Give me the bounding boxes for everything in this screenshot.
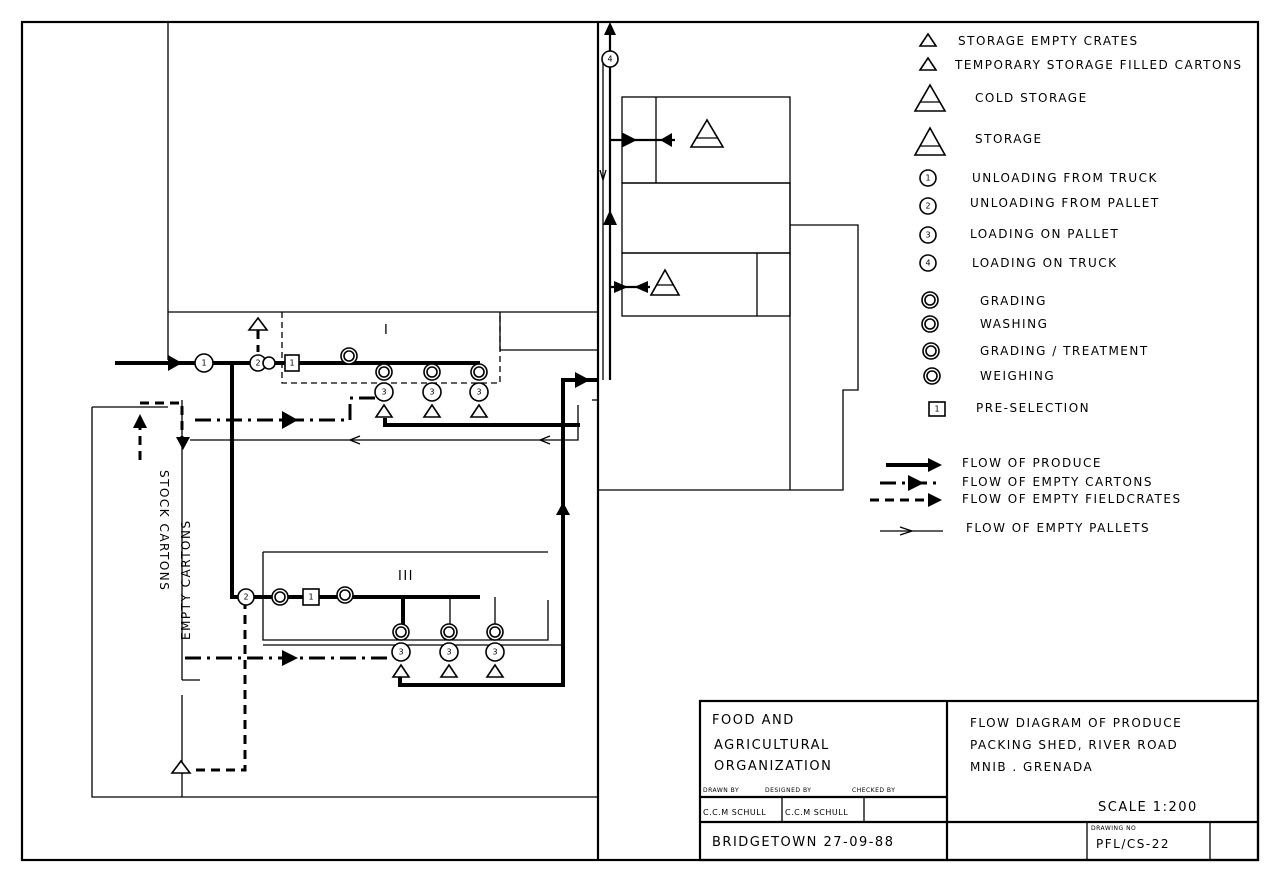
empty-fieldcrates-flow-icon — [870, 493, 942, 507]
svg-text:UNLOADING FROM TRUCK: UNLOADING FROM TRUCK — [972, 171, 1158, 185]
floor-plan — [91, 22, 859, 860]
svg-text:FLOW OF EMPTY CARTONS: FLOW OF EMPTY CARTONS — [962, 475, 1153, 489]
pre-selection-symbol — [284, 354, 300, 372]
grading-symbol — [262, 356, 276, 370]
stock-cartons-label: STOCK CARTONS — [157, 470, 171, 591]
empty-cartons-label: EMPTY CARTONS — [179, 519, 193, 640]
svg-text:4: 4 — [925, 259, 930, 268]
svg-text:1: 1 — [308, 593, 313, 602]
svg-text:1: 1 — [925, 174, 930, 183]
org-name-line: FOOD AND — [712, 713, 795, 728]
svg-text:WASHING: WASHING — [980, 317, 1048, 331]
svg-text:3: 3 — [492, 648, 497, 657]
svg-text:STORAGE EMPTY CRATES: STORAGE EMPTY CRATES — [958, 34, 1139, 48]
empty-cartons-flow — [185, 396, 390, 666]
designed-by-value: C.C.M SCHULL — [785, 808, 848, 817]
svg-text:4: 4 — [607, 55, 612, 64]
place-date: BRIDGETOWN 27-09-88 — [712, 835, 894, 850]
drawn-by-label: DRAWN BY — [703, 787, 739, 794]
drawn-by-value: C.C.M SCHULL — [703, 808, 766, 817]
storage-empty-crates-symbol — [247, 316, 269, 331]
svg-text:STORAGE: STORAGE — [975, 132, 1043, 146]
empty-pallets-flow-icon — [880, 526, 943, 536]
unload-truck-symbol — [194, 353, 214, 373]
svg-text:GRADING / TREATMENT: GRADING / TREATMENT — [980, 344, 1149, 358]
svg-text:3: 3 — [446, 648, 451, 657]
svg-text:LOADING ON TRUCK: LOADING ON TRUCK — [972, 256, 1118, 270]
svg-text:3: 3 — [398, 648, 403, 657]
svg-text:3: 3 — [925, 231, 930, 240]
svg-text:2: 2 — [255, 359, 260, 368]
svg-text:2: 2 — [925, 202, 930, 211]
station-group: 3 3 3 — [374, 363, 489, 418]
org-name-line: ORGANIZATION — [714, 759, 832, 774]
process-symbols: 1 2 1 3 3 3 2 1 3 3 — [157, 50, 725, 774]
svg-text:UNLOADING FROM PALLET: UNLOADING FROM PALLET — [970, 196, 1160, 210]
produce-flow-icon — [886, 458, 942, 472]
svg-text:PRE-SELECTION: PRE-SELECTION — [976, 401, 1090, 415]
empty-pallets-flow — [190, 60, 607, 445]
load-truck-symbol — [601, 50, 619, 68]
svg-text:FLOW OF PRODUCE: FLOW OF PRODUCE — [962, 456, 1102, 470]
svg-text:1: 1 — [201, 359, 206, 368]
empty-fieldcrates-flow — [133, 330, 260, 772]
drawing-title-line: PACKING SHED, RIVER ROAD — [970, 738, 1178, 752]
designed-by-label: DESIGNED BY — [765, 787, 811, 794]
svg-text:3: 3 — [429, 388, 434, 397]
storage-empty-crates-icon — [918, 32, 938, 47]
drawing-no-label: DRAWING NO — [1091, 825, 1136, 832]
svg-text:1: 1 — [289, 359, 294, 368]
scale: SCALE 1:200 — [1098, 800, 1198, 815]
cold-storage-symbol — [689, 118, 725, 148]
title-block: FOOD AND AGRICULTURAL ORGANIZATION DRAWN… — [698, 699, 1260, 862]
drawing-no: PFL/CS-22 — [1096, 837, 1170, 851]
circle-4-icon — [919, 254, 937, 272]
storage-icon — [913, 126, 947, 156]
svg-text:1: 1 — [934, 405, 939, 414]
drawing-title-line: MNIB . GRENADA — [970, 760, 1093, 774]
building-1-label: I — [384, 323, 389, 338]
legend: STORAGE EMPTY CRATES TEMPORARY STORAGE F… — [870, 32, 1243, 536]
svg-text:3: 3 — [476, 388, 481, 397]
svg-text:FLOW OF EMPTY PALLETS: FLOW OF EMPTY PALLETS — [966, 521, 1150, 535]
svg-text:LOADING ON PALLET: LOADING ON PALLET — [970, 227, 1119, 241]
circle-3-icon — [919, 226, 937, 244]
svg-text:WEIGHING: WEIGHING — [980, 369, 1055, 383]
cold-storage-icon — [913, 83, 947, 112]
storage-symbol — [649, 268, 681, 296]
building-3-label: III — [398, 569, 414, 584]
storage-empty-crates-symbol — [170, 759, 192, 774]
svg-text:3: 3 — [381, 388, 386, 397]
svg-text:COLD STORAGE: COLD STORAGE — [975, 91, 1088, 105]
circle-2-icon — [919, 197, 937, 215]
org-name-line: AGRICULTURAL — [714, 738, 830, 753]
svg-text:2: 2 — [243, 593, 248, 602]
empty-cartons-flow-icon — [880, 475, 940, 491]
drawing-border — [20, 20, 1260, 862]
produce-flow — [115, 22, 675, 687]
svg-text:TEMPORARY STORAGE FILLED CARTO: TEMPORARY STORAGE FILLED CARTONS — [954, 58, 1243, 72]
station-group: 3 3 3 — [391, 623, 505, 678]
svg-text:FLOW OF EMPTY FIELDCRATES: FLOW OF EMPTY FIELDCRATES — [962, 492, 1182, 506]
svg-text:GRADING: GRADING — [980, 294, 1047, 308]
temporary-storage-icon — [918, 56, 938, 71]
pre-selection-icon — [928, 401, 946, 417]
checked-by-label: CHECKED BY — [852, 787, 895, 794]
circle-1-icon — [919, 169, 937, 187]
drawing-title-line: FLOW DIAGRAM OF PRODUCE — [970, 716, 1182, 730]
